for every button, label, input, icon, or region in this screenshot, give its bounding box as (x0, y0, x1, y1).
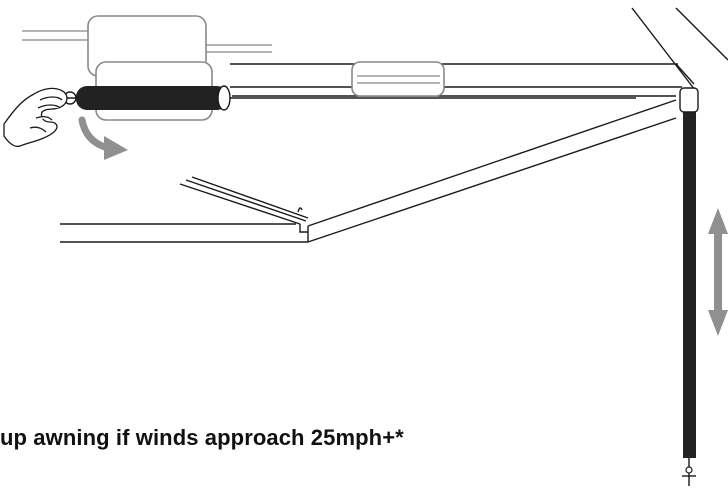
wind-warning-caption: up awning if winds approach 25mph+* (0, 425, 404, 450)
hand-icon (3, 87, 68, 148)
awning-arm (228, 97, 677, 243)
awning-roller-tube (230, 63, 695, 97)
rv-wall-corner (631, 7, 728, 140)
awning-lead-rail (60, 176, 309, 243)
curved-arrow-icon (78, 116, 128, 160)
double-arrow-icon (708, 208, 728, 336)
roller-center-bracket (351, 61, 445, 97)
awning-rod (58, 85, 231, 111)
support-pole (679, 87, 699, 486)
